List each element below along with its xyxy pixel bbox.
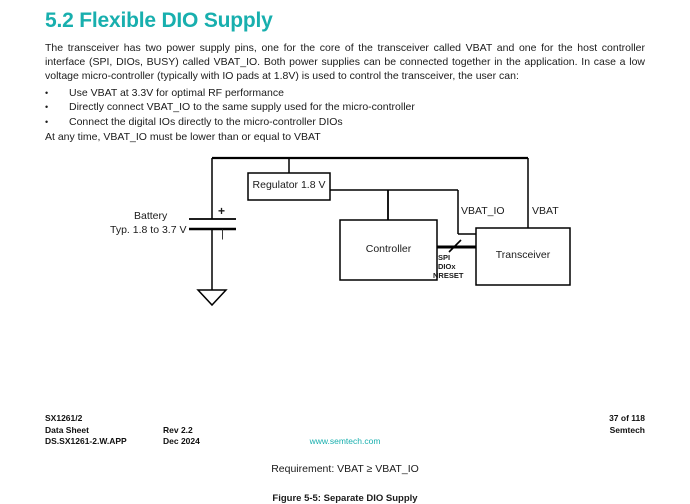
footer-part-number: SX1261/2: [45, 413, 83, 423]
intro-paragraph: The transceiver has two power supply pin…: [45, 42, 645, 83]
controller-box: [339, 219, 438, 281]
transceiver-label: Transceiver: [495, 249, 551, 261]
footer-page-info: 37 of 118 Semtech: [609, 413, 645, 436]
battery-label-line1: Battery: [134, 210, 168, 222]
list-item: • Directly connect VBAT_IO to the same s…: [45, 100, 645, 114]
page-title: 5.2 Flexible DIO Supply: [45, 9, 273, 32]
bullet-list: • Use VBAT at 3.3V for optimal RF perfor…: [45, 86, 645, 129]
circuit-schematic-svg: [189, 156, 571, 307]
list-item: • Use VBAT at 3.3V for optimal RF perfor…: [45, 86, 645, 100]
battery-plus-icon: +: [218, 204, 226, 218]
footer-doc-type: Data Sheet: [45, 424, 89, 435]
document-page: 5.2 Flexible DIO Supply The transceiver …: [0, 9, 690, 504]
bus-slash-icon: [448, 239, 462, 253]
transceiver-box: [475, 227, 571, 286]
footer-document-info: SX1261/2 Data Sheet DS.SX1261-2.W.APP: [45, 413, 127, 448]
ground-symbol-icon: [196, 289, 228, 307]
battery-minus-icon: |: [221, 228, 224, 240]
list-item-label: Connect the digital IOs directly to the …: [69, 115, 343, 128]
list-item-label: Directly connect VBAT_IO to the same sup…: [69, 101, 415, 114]
regulator-label: Regulator 1.8 V: [252, 179, 326, 191]
bus-label-nreset: NRESET: [433, 271, 464, 280]
page-footer: SX1261/2 Data Sheet DS.SX1261-2.W.APP Re…: [0, 413, 690, 463]
bullet-icon: •: [45, 88, 49, 98]
footer-revision-info: Rev 2.2 Dec 2024: [163, 425, 200, 448]
closing-statement: At any time, VBAT_IO must be lower than …: [45, 131, 321, 143]
net-label-vbat-io: VBAT_IO: [461, 205, 505, 217]
requirement-text: Requirement: VBAT ≥ VBAT_IO: [271, 463, 419, 475]
footer-date: Dec 2024: [163, 436, 200, 447]
figure-diagram: Battery Typ. 1.8 to 3.7 V + | Regulator …: [0, 148, 690, 504]
bus-label-spi: SPI: [438, 253, 451, 262]
bus-label-diox: DIOx: [438, 262, 456, 271]
footer-company: Semtech: [609, 424, 645, 435]
footer-revision: Rev 2.2: [163, 424, 193, 435]
regulator-box: [247, 172, 331, 201]
battery-label-line2: Typ. 1.8 to 3.7 V: [110, 224, 187, 236]
footer-website-link[interactable]: www.semtech.com: [309, 436, 381, 447]
bullet-icon: •: [45, 116, 49, 127]
footer-page-number: 37 of 118: [609, 413, 645, 423]
bullet-icon: •: [45, 102, 49, 113]
list-item-label: Use VBAT at 3.3V for optimal RF performa…: [69, 87, 284, 99]
list-item: • Connect the digital IOs directly to th…: [45, 115, 645, 129]
footer-doc-id: DS.SX1261-2.W.APP: [45, 436, 127, 447]
net-label-vbat: VBAT: [532, 205, 559, 217]
figure-caption: Figure 5-5: Separate DIO Supply: [272, 493, 418, 504]
controller-label: Controller: [365, 243, 412, 255]
